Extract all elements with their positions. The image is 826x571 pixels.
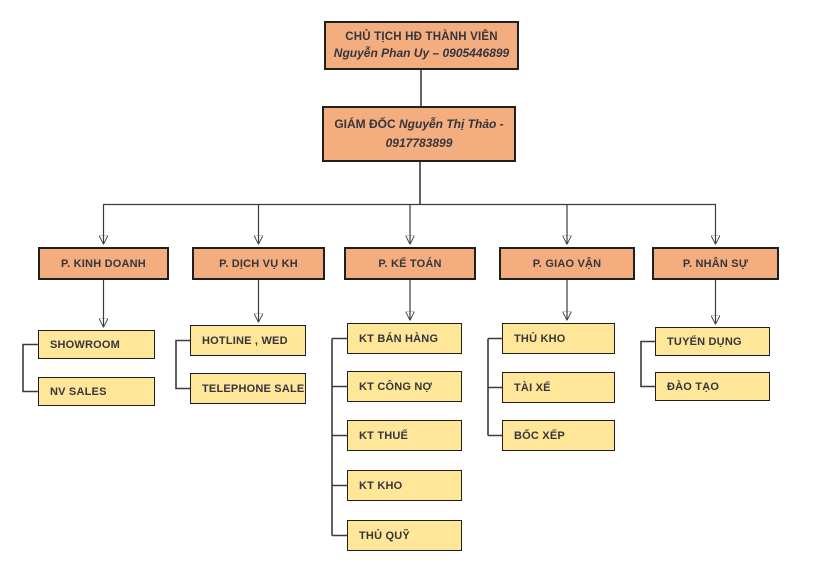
dept-box-dich-vu-kh: P. DỊCH VỤ KH — [192, 247, 325, 280]
connector-bus-departments — [104, 204, 716, 244]
dept-box-nhan-su: P. NHÂN SỰ — [652, 247, 779, 280]
connector-director-bus — [103, 162, 716, 206]
leaf-label: THỦ QUỸ — [359, 529, 410, 542]
leaf-label: KT CÔNG NỢ — [359, 380, 433, 393]
dept-label: P. DỊCH VỤ KH — [219, 257, 298, 270]
leaf-label: TÀI XẾ — [514, 381, 551, 394]
sibling-brackets — [22, 337, 655, 537]
chairman-name-phone: Nguyễn Phan Uy – 0905446899 — [333, 46, 510, 60]
leaf-label: KT BÁN HÀNG — [359, 332, 439, 345]
leaf-box-tuyen-dung: TUYỂN DỤNG — [655, 327, 770, 356]
dept-box-kinh-doanh: P. KINH DOANH — [38, 247, 169, 280]
leaf-label: ĐÀO TẠO — [667, 380, 720, 393]
leaf-label: THỦ KHO — [514, 332, 566, 345]
director-title: GIÁM ĐỐC — [334, 117, 396, 132]
leaf-label: NV SALES — [50, 385, 107, 398]
dept-box-ke-toan: P. KẾ TOÁN — [344, 247, 476, 280]
leaf-box-kt-cong-no: KT CÔNG NỢ — [347, 371, 462, 402]
dept-label: P. KẾ TOÁN — [378, 257, 442, 270]
director-name-phone: Nguyễn Thị Thảo - 0917783899 — [385, 117, 504, 150]
leaf-box-hotline-wed: HOTLINE , WED — [190, 325, 306, 356]
leaf-label: HOTLINE , WED — [202, 334, 288, 347]
dept-box-giao-van: P. GIAO VẬN — [499, 247, 635, 280]
leaf-label: KT KHO — [359, 479, 403, 492]
leaf-box-boc-xep: BỐC XẾP — [502, 420, 615, 451]
leaf-box-dao-tao: ĐÀO TẠO — [655, 372, 770, 401]
chairman-title: CHỦ TỊCH HĐ THÀNH VIÊN — [345, 31, 498, 43]
leaf-box-kt-kho: KT KHO — [347, 470, 462, 501]
leaf-box-telephone-sale: TELEPHONE SALE — [190, 373, 306, 404]
dept-label: P. GIAO VẬN — [532, 257, 602, 270]
leaf-label: KT THUẾ — [359, 429, 409, 442]
leaf-box-tai-xe: TÀI XẾ — [502, 372, 615, 403]
leaf-box-kt-thue: KT THUẾ — [347, 420, 462, 451]
leaf-label: BỐC XẾP — [514, 429, 565, 442]
leaf-label: TELEPHONE SALE — [202, 382, 305, 395]
chairman-box: CHỦ TỊCH HĐ THÀNH VIÊN Nguyễn Phan Uy – … — [324, 21, 519, 70]
leaf-box-thu-kho: THỦ KHO — [502, 323, 615, 354]
leaf-label: TUYỂN DỤNG — [667, 335, 742, 348]
dept-label: P. NHÂN SỰ — [682, 257, 749, 270]
leaf-box-kt-ban-hang: KT BÁN HÀNG — [347, 323, 462, 354]
leaf-label: SHOWROOM — [50, 338, 121, 351]
leaf-box-thu-quy: THỦ QUỸ — [347, 520, 462, 551]
dept-label: P. KINH DOANH — [61, 257, 146, 270]
leaf-box-showroom: SHOWROOM — [38, 330, 155, 359]
director-text: GIÁM ĐỐC Nguyễn Thị Thảo - 0917783899 — [324, 115, 514, 152]
director-box: GIÁM ĐỐC Nguyễn Thị Thảo - 0917783899 — [322, 106, 516, 162]
leaf-box-nv-sales: NV SALES — [38, 377, 155, 406]
connector-department-children — [104, 280, 716, 326]
